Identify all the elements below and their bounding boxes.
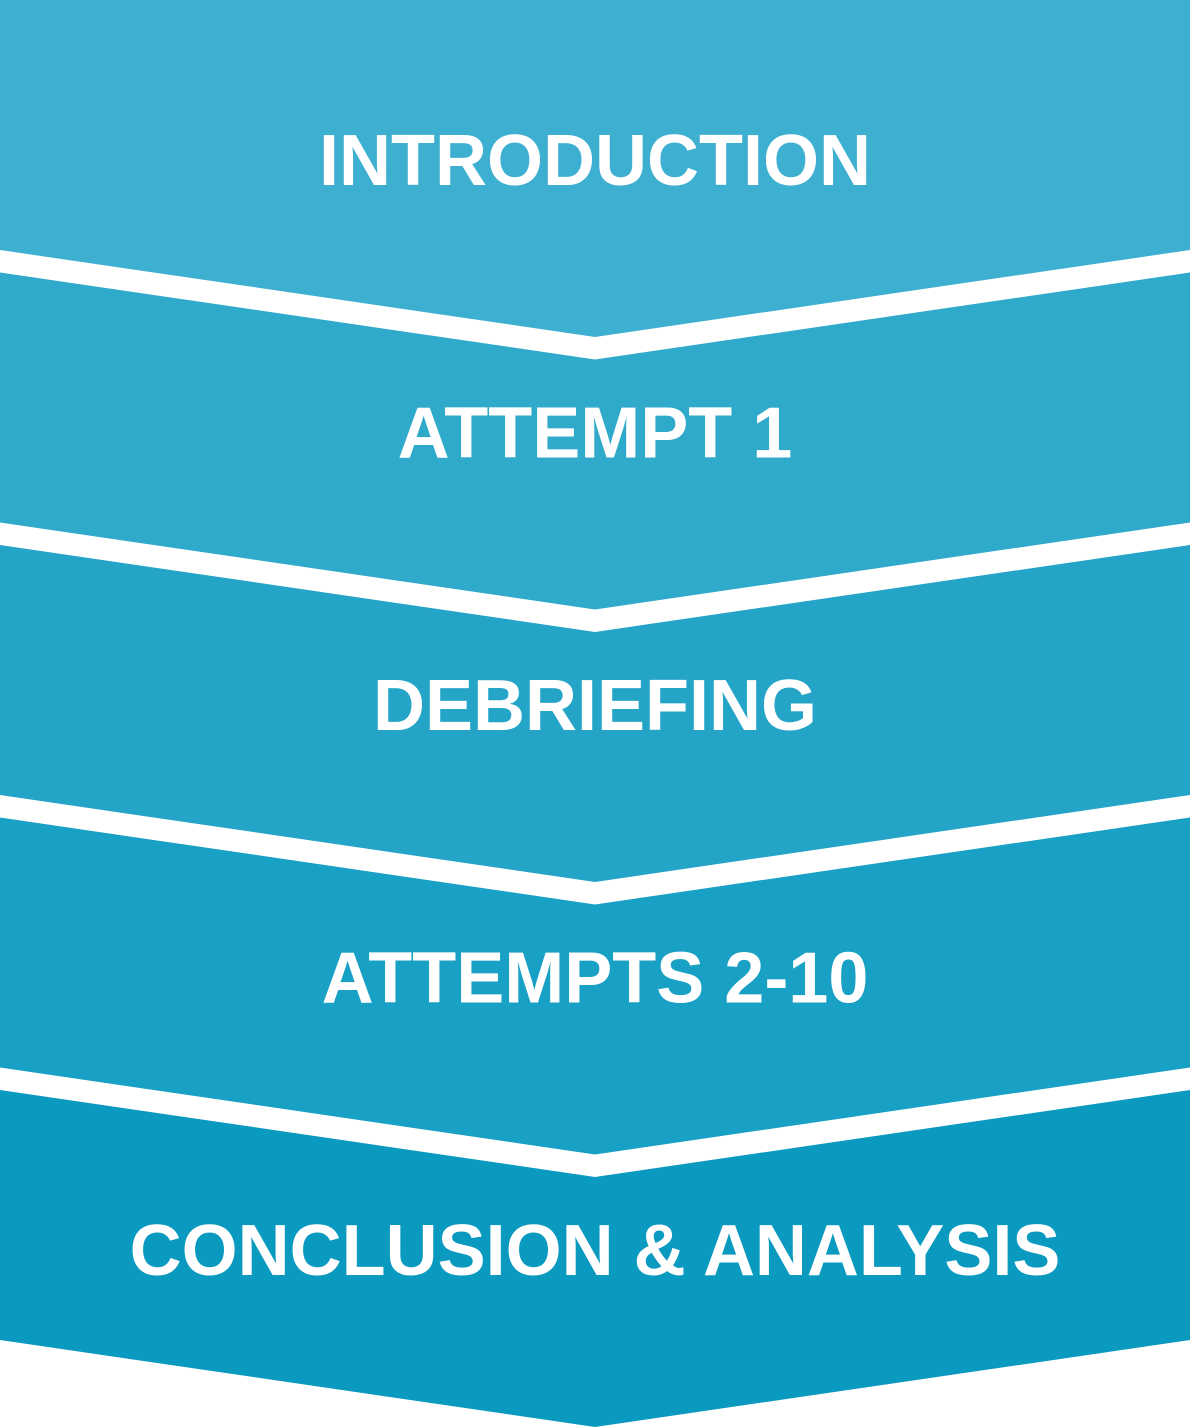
stage-band <box>0 545 1190 882</box>
stage-label: ATTEMPT 1 <box>398 394 793 474</box>
stage-conclusion-analysis: CONCLUSION & ANALYSIS <box>0 1090 1190 1427</box>
stage-band <box>0 272 1190 610</box>
stage-label: INTRODUCTION <box>319 121 871 201</box>
stage-attempt-1: ATTEMPT 1 <box>0 272 1190 610</box>
stage-label: CONCLUSION & ANALYSIS <box>130 1211 1061 1291</box>
stage-attempts-2-10: ATTEMPTS 2-10 <box>0 817 1190 1155</box>
stage-introduction: INTRODUCTION <box>0 0 1190 337</box>
stage-band <box>0 0 1190 337</box>
stage-band <box>0 1090 1190 1427</box>
stage-band <box>0 817 1190 1155</box>
stage-debriefing: DEBRIEFING <box>0 545 1190 882</box>
stage-label: DEBRIEFING <box>373 666 817 746</box>
stage-label: ATTEMPTS 2-10 <box>322 939 869 1019</box>
